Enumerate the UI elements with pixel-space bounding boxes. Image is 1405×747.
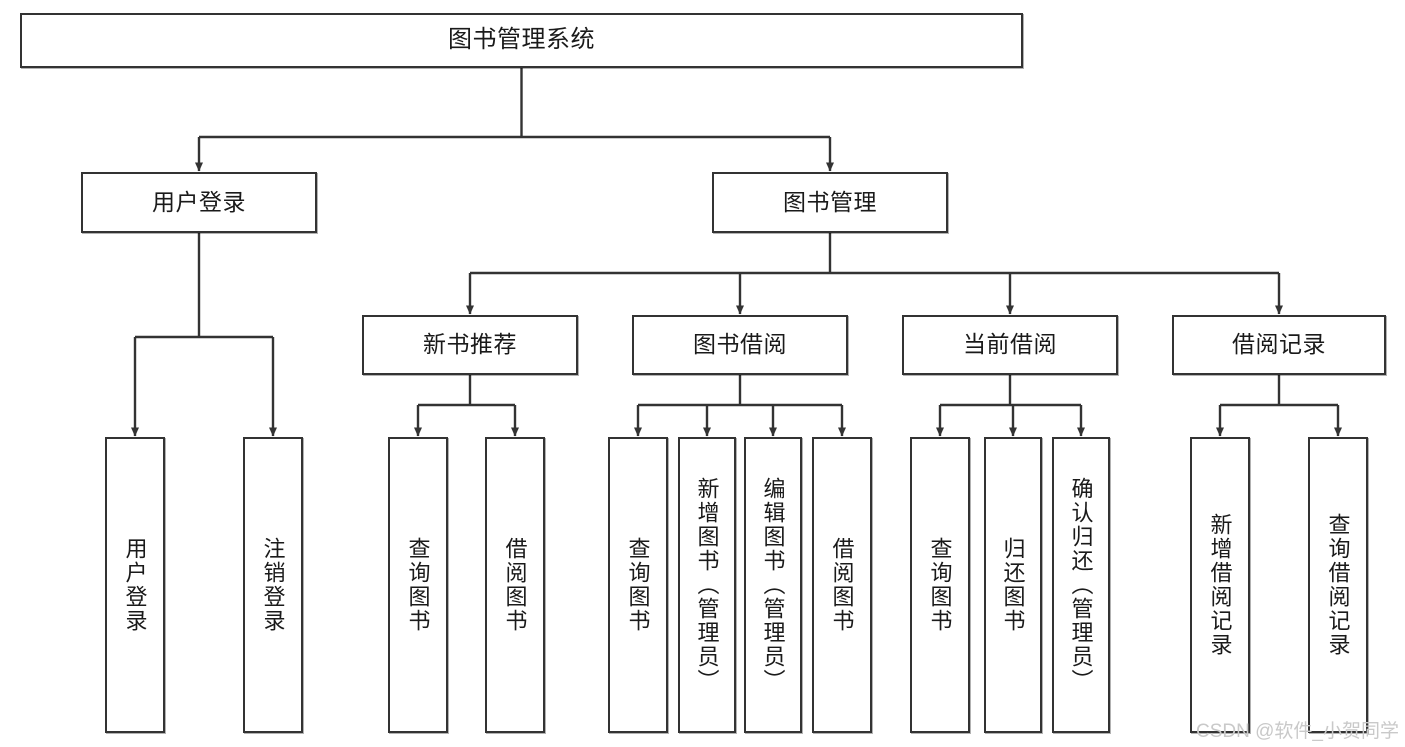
csdn-watermark: CSDN @软件_小贺同学 xyxy=(1196,721,1399,742)
node-leaf-edit-book-label: 编辑图书（管理员） xyxy=(760,477,786,693)
node-leaf-borrow-book-2-label: 借阅图书 xyxy=(829,537,855,633)
node-leaf-return-book-label: 归还图书 xyxy=(1000,537,1026,633)
node-leaf-borrow-book-1-label: 借阅图书 xyxy=(502,537,528,633)
node-current-borrow[interactable]: 当前借阅 xyxy=(902,315,1118,375)
node-leaf-query-record[interactable]: 查询借阅记录 xyxy=(1308,437,1368,733)
node-leaf-query-book-3[interactable]: 查询图书 xyxy=(910,437,970,733)
node-leaf-query-record-label: 查询借阅记录 xyxy=(1325,513,1351,657)
node-leaf-add-record-label: 新增借阅记录 xyxy=(1207,513,1233,657)
node-borrow-record[interactable]: 借阅记录 xyxy=(1172,315,1386,375)
node-root[interactable]: 图书管理系统 xyxy=(20,13,1023,68)
node-book-manage[interactable]: 图书管理 xyxy=(712,172,948,233)
node-leaf-edit-book[interactable]: 编辑图书（管理员） xyxy=(744,437,802,733)
node-leaf-add-record[interactable]: 新增借阅记录 xyxy=(1190,437,1250,733)
node-leaf-borrow-book-2[interactable]: 借阅图书 xyxy=(812,437,872,733)
node-book-manage-label: 图书管理 xyxy=(783,188,877,215)
node-leaf-query-book-2[interactable]: 查询图书 xyxy=(608,437,668,733)
node-new-book-recommend[interactable]: 新书推荐 xyxy=(362,315,578,375)
node-leaf-add-book-label: 新增图书（管理员） xyxy=(694,477,720,693)
node-new-book-recommend-label: 新书推荐 xyxy=(423,331,517,358)
node-leaf-user-login-label: 用户登录 xyxy=(122,537,148,633)
node-leaf-add-book[interactable]: 新增图书（管理员） xyxy=(678,437,736,733)
node-leaf-user-logout-label: 注销登录 xyxy=(260,537,286,633)
node-leaf-return-book[interactable]: 归还图书 xyxy=(984,437,1042,733)
node-leaf-user-login[interactable]: 用户登录 xyxy=(105,437,165,733)
node-leaf-query-book-2-label: 查询图书 xyxy=(625,537,651,633)
node-user-login-label: 用户登录 xyxy=(152,188,246,215)
node-leaf-borrow-book-1[interactable]: 借阅图书 xyxy=(485,437,545,733)
node-leaf-query-book-1-label: 查询图书 xyxy=(405,537,431,633)
node-leaf-user-logout[interactable]: 注销登录 xyxy=(243,437,303,733)
node-leaf-query-book-3-label: 查询图书 xyxy=(927,537,953,633)
node-current-borrow-label: 当前借阅 xyxy=(963,331,1057,358)
node-book-borrow[interactable]: 图书借阅 xyxy=(632,315,848,375)
node-leaf-query-book-1[interactable]: 查询图书 xyxy=(388,437,448,733)
edges xyxy=(131,68,1342,437)
node-leaf-confirm-return-label: 确认归还（管理员） xyxy=(1068,477,1094,693)
node-user-login[interactable]: 用户登录 xyxy=(81,172,317,233)
node-book-borrow-label: 图书借阅 xyxy=(693,331,787,358)
node-root-label: 图书管理系统 xyxy=(448,26,595,54)
node-borrow-record-label: 借阅记录 xyxy=(1232,331,1326,358)
node-leaf-confirm-return[interactable]: 确认归还（管理员） xyxy=(1052,437,1110,733)
